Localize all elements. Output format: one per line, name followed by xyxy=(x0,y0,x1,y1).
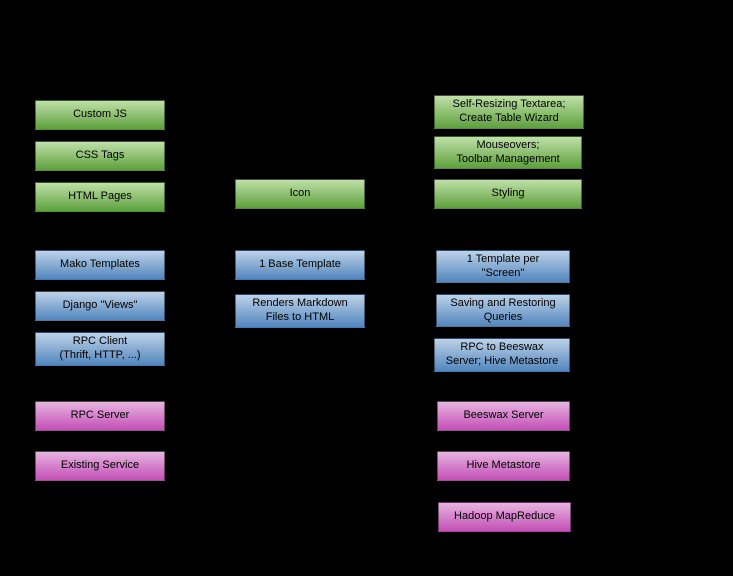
diagram-box-right-7: Hive Metastore xyxy=(437,451,570,481)
diagram-box-left-7: Existing Service xyxy=(35,451,165,481)
diagram-box-left-0: Custom JS xyxy=(35,100,165,130)
diagram-box-right-3: 1 Template per "Screen" xyxy=(436,250,570,283)
diagram-box-right-5: RPC to Beeswax Server; Hive Metastore xyxy=(434,338,570,372)
diagram-box-left-3: Mako Templates xyxy=(35,250,165,280)
diagram-box-right-0: Self-Resizing Textarea; Create Table Wiz… xyxy=(434,95,584,129)
diagram-box-left-5: RPC Client (Thrift, HTTP, ...) xyxy=(35,332,165,366)
diagram-box-right-4: Saving and Restoring Queries xyxy=(436,294,570,327)
diagram-box-middle-0: Icon xyxy=(235,179,365,209)
diagram-box-right-6: Beeswax Server xyxy=(437,401,570,431)
diagram-box-right-2: Styling xyxy=(434,179,582,209)
diagram-box-left-1: CSS Tags xyxy=(35,141,165,171)
diagram-box-right-1: Mouseovers; Toolbar Management xyxy=(434,136,582,169)
diagram-box-right-8: Hadoop MapReduce xyxy=(438,502,571,532)
diagram-box-left-4: Django "Views" xyxy=(35,291,165,321)
diagram-box-middle-2: Renders Markdown Files to HTML xyxy=(235,294,365,328)
diagram-box-left-2: HTML Pages xyxy=(35,182,165,212)
diagram-box-left-6: RPC Server xyxy=(35,401,165,431)
diagram-box-middle-1: 1 Base Template xyxy=(235,250,365,280)
